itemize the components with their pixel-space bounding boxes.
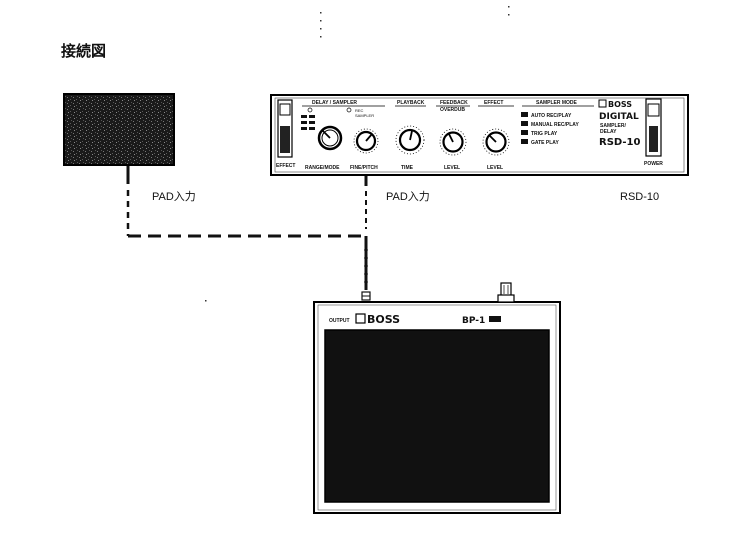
drum-pad (63, 93, 175, 166)
mode-item: AUTO REC/PLAY (531, 113, 572, 119)
section-playback: PLAYBACK (397, 100, 425, 106)
page-title: 接続図 (61, 42, 106, 60)
section-effect: EFFECT (484, 100, 503, 106)
section-delay-sampler: DELAY / SAMPLER (312, 100, 357, 106)
time-label: TIME (401, 165, 414, 171)
pad-input-label-center: PAD入力 (386, 190, 430, 203)
section-overdub: OVERDUB (440, 107, 465, 113)
bp1-brand: BOSS (367, 313, 400, 326)
rsd10-model-line1: SAMPLER/ (600, 123, 626, 129)
range-mode-label: RANGE/MODE (305, 165, 340, 171)
pad-input-label-left: PAD入力 (152, 190, 196, 203)
rsd10-unit: EFFECT DELAY / SAMPLER PLAYBACK FEEDBACK… (270, 94, 689, 176)
rsd10-label: RSD-10 (620, 191, 659, 203)
knob-range-mode (317, 125, 343, 151)
power-switch: POWER (644, 98, 663, 167)
fine-pitch-label: FINE/PITCH (350, 165, 378, 171)
bp1-output-label: OUTPUT (329, 318, 350, 324)
rsd10-brand: BOSS (608, 100, 632, 109)
bp1-pedal: OUTPUT BOSS BP-1 (313, 282, 561, 514)
mode-item: MANUAL REC/PLAY (531, 122, 579, 128)
rsd10-digital: DIGITAL (599, 112, 639, 122)
sampler-label: SAMPLER (355, 113, 374, 118)
range-selectors (301, 115, 315, 130)
effect-switch: EFFECT (276, 99, 295, 169)
mode-item: TRIG PLAY (531, 131, 558, 137)
section-sampler-mode: SAMPLER MODE (536, 100, 578, 106)
rsd10-model: RSD-10 (599, 137, 640, 148)
bp1-model: BP-1 (462, 316, 485, 326)
rsd10-cable (361, 176, 371, 301)
knob-feedback (439, 128, 467, 156)
mode-item: GATE PLAY (531, 140, 559, 146)
feedback-level-label: LEVEL (444, 165, 460, 171)
pad-cable (126, 166, 366, 238)
knob-effect-level (482, 128, 510, 156)
rec-label: REC (355, 108, 364, 113)
knob-time (395, 125, 425, 155)
section-feedback: FEEDBACK (440, 100, 468, 106)
sampler-mode-list: AUTO REC/PLAY MANUAL REC/PLAY TRIG PLAY … (521, 112, 579, 146)
knob-fine-pitch (353, 128, 379, 154)
scan-specks (205, 6, 510, 302)
rsd10-model-line2: DELAY (600, 129, 617, 135)
rsd10-branding: BOSS DIGITAL SAMPLER/ DELAY RSD-10 (598, 99, 640, 148)
effect-switch-label: EFFECT (276, 163, 295, 169)
power-label: POWER (644, 161, 663, 167)
effect-level-label: LEVEL (487, 165, 503, 171)
